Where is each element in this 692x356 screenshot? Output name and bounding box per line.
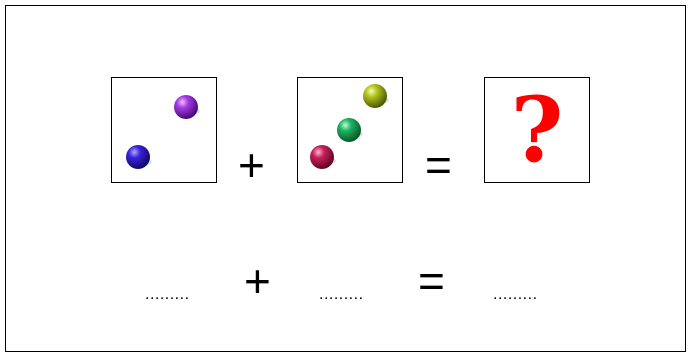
result-box: ?	[484, 77, 590, 183]
answer-blank-3: .........	[493, 286, 538, 303]
left-balls-graphic	[126, 95, 200, 169]
answer-plus-sign: +	[244, 255, 271, 307]
green-ball	[337, 118, 361, 142]
answer-blank-2: .........	[319, 286, 364, 303]
question-mark-icon: ?	[510, 77, 564, 183]
answer-equals-sign: =	[418, 255, 445, 307]
blue-ball	[126, 145, 150, 169]
left-ball-box	[111, 77, 217, 183]
purple-ball	[174, 95, 198, 119]
right-balls-graphic	[310, 84, 389, 169]
plus-sign: +	[238, 139, 265, 191]
equals-sign: =	[425, 139, 452, 191]
answer-blank-1: .........	[145, 286, 190, 303]
right-ball-box	[297, 77, 403, 183]
olive-ball	[363, 84, 387, 108]
magenta-ball	[310, 145, 334, 169]
